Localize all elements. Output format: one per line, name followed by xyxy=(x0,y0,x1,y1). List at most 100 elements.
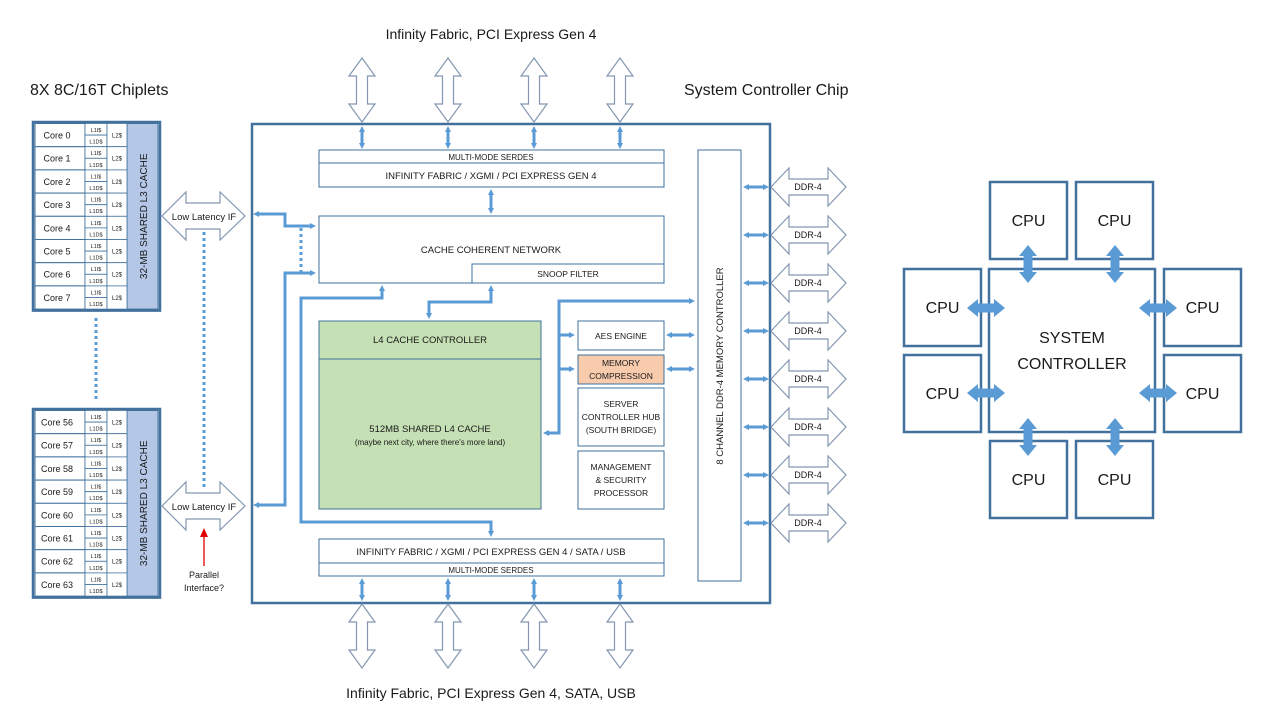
ddr-channel: DDR-4 xyxy=(743,406,847,448)
cpu-label: CPU xyxy=(1186,386,1220,403)
ddr-channel: DDR-4 xyxy=(743,502,847,544)
l1i-label: L1I$ xyxy=(91,554,102,560)
top-io-ports xyxy=(347,56,635,149)
ccn-label: CACHE COHERENT NETWORK xyxy=(421,245,562,256)
ddr-label: DDR-4 xyxy=(794,326,822,336)
bottom-io-hollow-arrow-icon xyxy=(605,602,635,670)
core-label: Core 62 xyxy=(41,557,73,567)
l2-label: L2$ xyxy=(112,157,123,163)
bottom-io-hollow-arrow-icon xyxy=(433,602,463,670)
core-label: Core 60 xyxy=(41,510,73,520)
l2-label: L2$ xyxy=(112,203,123,209)
l2-box xyxy=(106,285,128,310)
cpu-box xyxy=(1162,353,1243,434)
core-label: Core 61 xyxy=(41,534,73,544)
top-io-hollow-arrow-icon xyxy=(433,56,463,124)
l1d-label: L1D$ xyxy=(89,566,102,572)
llif-bottom-ccn-link xyxy=(253,270,316,508)
cpu-label: CPU xyxy=(1012,213,1046,230)
bottom-serdes-box xyxy=(318,562,665,577)
ddr-label: DDR-4 xyxy=(794,278,822,288)
memory-controller-box xyxy=(697,149,742,582)
l3-cache-label: 32-MB SHARED L3 CACHE xyxy=(139,153,150,279)
annotation-line2: Interface? xyxy=(184,583,224,593)
l4-cache-block xyxy=(318,320,542,510)
l2-label: L2$ xyxy=(112,560,123,566)
cpu-link-arrow-icon xyxy=(1106,245,1124,283)
core-label: Core 59 xyxy=(41,487,73,497)
l2-label: L2$ xyxy=(112,467,123,473)
snoop-filter-box xyxy=(471,263,665,284)
l1i-label: L1I$ xyxy=(91,244,102,250)
ddr-hollow-arrow-icon xyxy=(770,262,847,304)
core-label: Core 63 xyxy=(41,580,73,590)
cpu-node: CPU xyxy=(1162,353,1243,434)
top-fabric-label: INFINITY FABRIC / XGMI / PCI EXPRESS GEN… xyxy=(386,171,597,182)
core-label: Core 3 xyxy=(43,200,70,210)
l2-label: L2$ xyxy=(112,421,123,427)
ddr-channel: DDR-4 xyxy=(743,310,847,352)
ccn-l4-link xyxy=(426,285,494,319)
l2-label: L2$ xyxy=(112,490,123,496)
cpu-label: CPU xyxy=(1098,213,1132,230)
l1i-label: L1I$ xyxy=(91,174,102,180)
low-latency-if-label: Low Latency IF xyxy=(172,212,237,223)
core-label: Core 4 xyxy=(43,223,70,233)
ddr-channel: DDR-4 xyxy=(743,454,847,496)
core-row: Core 59 L1I$ L1D$ L2$ xyxy=(34,479,128,504)
cpu-label: CPU xyxy=(1098,472,1132,489)
ddr-hollow-arrow-icon xyxy=(770,310,847,352)
core-label: Core 58 xyxy=(41,464,73,474)
cpu-node: CPU xyxy=(1162,267,1243,348)
memory-compression-label-1: MEMORY xyxy=(602,358,640,368)
ddr-label: DDR-4 xyxy=(794,518,822,528)
l1d-label: L1D$ xyxy=(89,427,102,433)
l2-label: L2$ xyxy=(112,583,123,589)
cpu-link-arrow-icon xyxy=(1139,384,1177,402)
l4-cache-note: (maybe next city, where there's more lan… xyxy=(355,438,506,447)
l1d-label: L1D$ xyxy=(89,473,102,479)
l2-label: L2$ xyxy=(112,250,123,256)
l1i-label: L1I$ xyxy=(91,151,102,157)
memory-controller-label: 8 CHANNEL DDR-4 MEMORY CONTROLLER xyxy=(715,267,726,464)
l2-label: L2$ xyxy=(112,444,123,450)
l1i-label: L1I$ xyxy=(91,461,102,467)
cpu-link-arrow-icon xyxy=(1139,299,1177,317)
l2-label: L2$ xyxy=(112,180,123,186)
bottom-io-hollow-arrow-icon xyxy=(519,602,549,670)
sch-label-3: (SOUTH BRIDGE) xyxy=(586,425,657,435)
system-controller-label-2: CONTROLLER xyxy=(1017,356,1126,373)
cpu-label: CPU xyxy=(1012,472,1046,489)
ddr-hollow-arrow-icon xyxy=(770,502,847,544)
l1d-label: L1D$ xyxy=(89,496,102,502)
ddr-channel: DDR-4 xyxy=(743,166,847,208)
l2-box xyxy=(106,572,128,597)
internal-connections xyxy=(253,189,695,537)
l1d-label: L1D$ xyxy=(89,302,102,308)
cpu-link-arrow-icon xyxy=(967,384,1005,402)
ccn-bottom-fabric-link xyxy=(299,285,494,537)
l4-cache-controller-label: L4 CACHE CONTROLLER xyxy=(373,335,487,346)
l3-cache-label: 32-MB SHARED L3 CACHE xyxy=(139,440,150,566)
bottom-io-ports xyxy=(347,578,635,670)
l1i-label: L1I$ xyxy=(91,485,102,491)
l2-label: L2$ xyxy=(112,513,123,519)
llif-top-ccn-link xyxy=(253,211,316,229)
l1i-label: L1I$ xyxy=(91,221,102,227)
core-row: Core 62 L1I$ L1D$ L2$ xyxy=(34,549,128,574)
l2-label: L2$ xyxy=(112,273,123,279)
l2-label: L2$ xyxy=(112,226,123,232)
ddr-label: DDR-4 xyxy=(794,182,822,192)
top-io-hollow-arrow-icon xyxy=(605,56,635,124)
